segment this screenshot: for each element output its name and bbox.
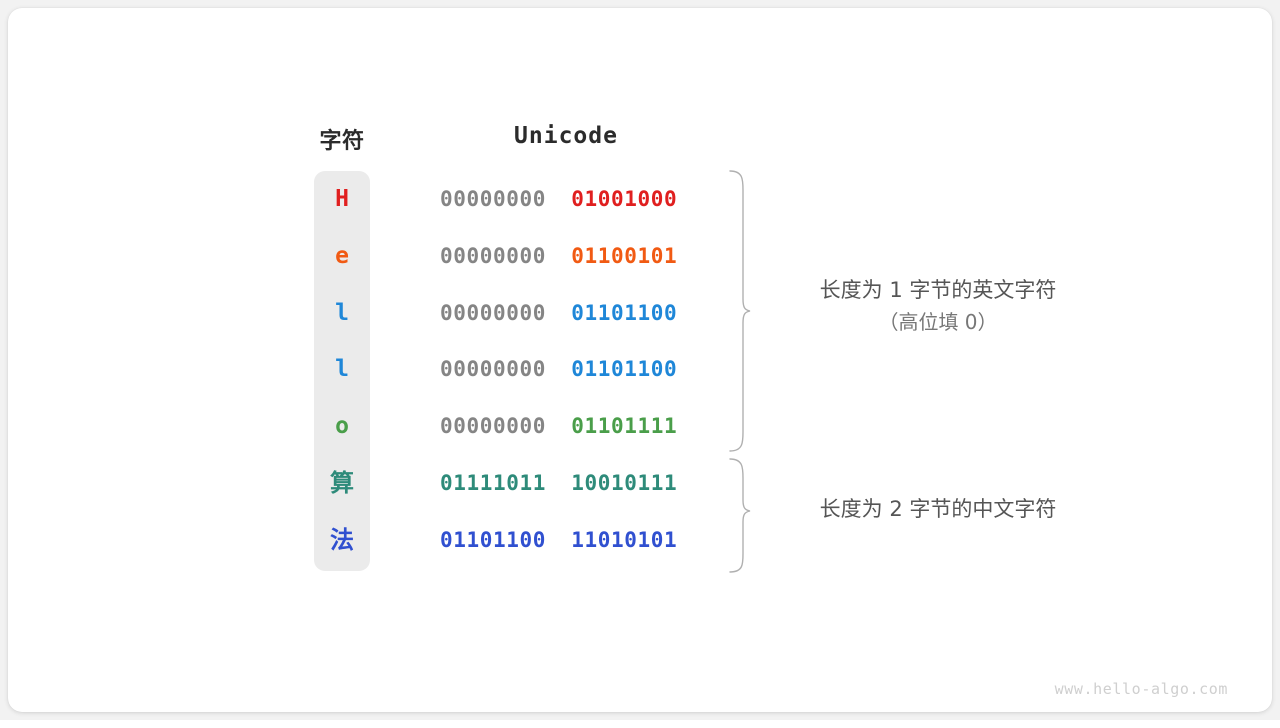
row-character: 法 bbox=[330, 525, 354, 554]
row-binary: 00000000 01001000 bbox=[440, 184, 692, 214]
row-binary-high-byte: 01101100 bbox=[440, 527, 546, 552]
row-binary: 00000000 01100101 bbox=[440, 241, 692, 271]
row-binary-separator bbox=[546, 471, 571, 495]
row-binary-low-byte: 01101100 bbox=[571, 357, 678, 382]
row-binary-low-byte: 01101111 bbox=[571, 414, 678, 439]
row-character: l bbox=[335, 299, 349, 326]
row-binary: 00000000 01101111 bbox=[440, 411, 692, 441]
character-column-panel bbox=[314, 171, 370, 571]
row-binary-high-byte: 00000000 bbox=[440, 187, 546, 211]
column-header-unicode: Unicode bbox=[514, 123, 618, 149]
annotation-one-byte: 长度为 1 字节的英文字符 （高位填 0） bbox=[768, 274, 1108, 338]
row-binary-separator bbox=[546, 244, 571, 268]
row-binary-low-byte: 11010101 bbox=[571, 527, 678, 552]
annotation-one-byte-line1: 长度为 1 字节的英文字符 bbox=[819, 278, 1057, 302]
row-character: o bbox=[335, 413, 349, 440]
row-binary-high-byte: 00000000 bbox=[440, 357, 546, 382]
row-binary: 01101100 11010101 bbox=[440, 525, 692, 555]
row-binary-high-byte: 00000000 bbox=[440, 300, 546, 325]
content-card: 字符 Unicode H 00000000 01001000 e 00000000 0… bbox=[8, 8, 1272, 712]
annotation-two-byte: 长度为 2 字节的中文字符 bbox=[768, 493, 1108, 525]
row-binary-high-byte: 00000000 bbox=[440, 243, 546, 268]
row-binary: 00000000 01101100 bbox=[440, 354, 692, 384]
row-binary-separator bbox=[546, 414, 571, 438]
row-binary-low-byte: 01001000 bbox=[571, 187, 678, 211]
row-character: 算 bbox=[330, 469, 354, 497]
row-binary-high-byte: 01111011 bbox=[440, 471, 546, 495]
row-binary-low-byte: 01101100 bbox=[571, 300, 678, 325]
row-binary-separator bbox=[546, 357, 571, 381]
row-character: e bbox=[335, 242, 349, 269]
row-binary-high-byte: 00000000 bbox=[440, 414, 546, 439]
row-binary-separator bbox=[546, 528, 571, 552]
row-binary-separator bbox=[546, 301, 571, 325]
annotation-two-byte-line1: 长度为 2 字节的中文字符 bbox=[819, 497, 1057, 521]
column-header-char: 字符 bbox=[319, 129, 365, 154]
row-binary-separator bbox=[546, 187, 571, 211]
watermark-url: www.hello-algo.com bbox=[1054, 680, 1228, 698]
row-character: l bbox=[335, 356, 349, 383]
row-character: H bbox=[335, 186, 349, 212]
brace-1-byte bbox=[729, 170, 751, 452]
row-binary-low-byte: 10010111 bbox=[571, 471, 678, 495]
row-binary: 01111011 10010111 bbox=[440, 468, 692, 498]
brace-2-byte bbox=[729, 458, 751, 573]
row-binary-low-byte: 01100101 bbox=[571, 243, 678, 268]
annotation-one-byte-line2: （高位填 0） bbox=[878, 310, 998, 334]
row-binary: 00000000 01101100 bbox=[440, 298, 692, 328]
